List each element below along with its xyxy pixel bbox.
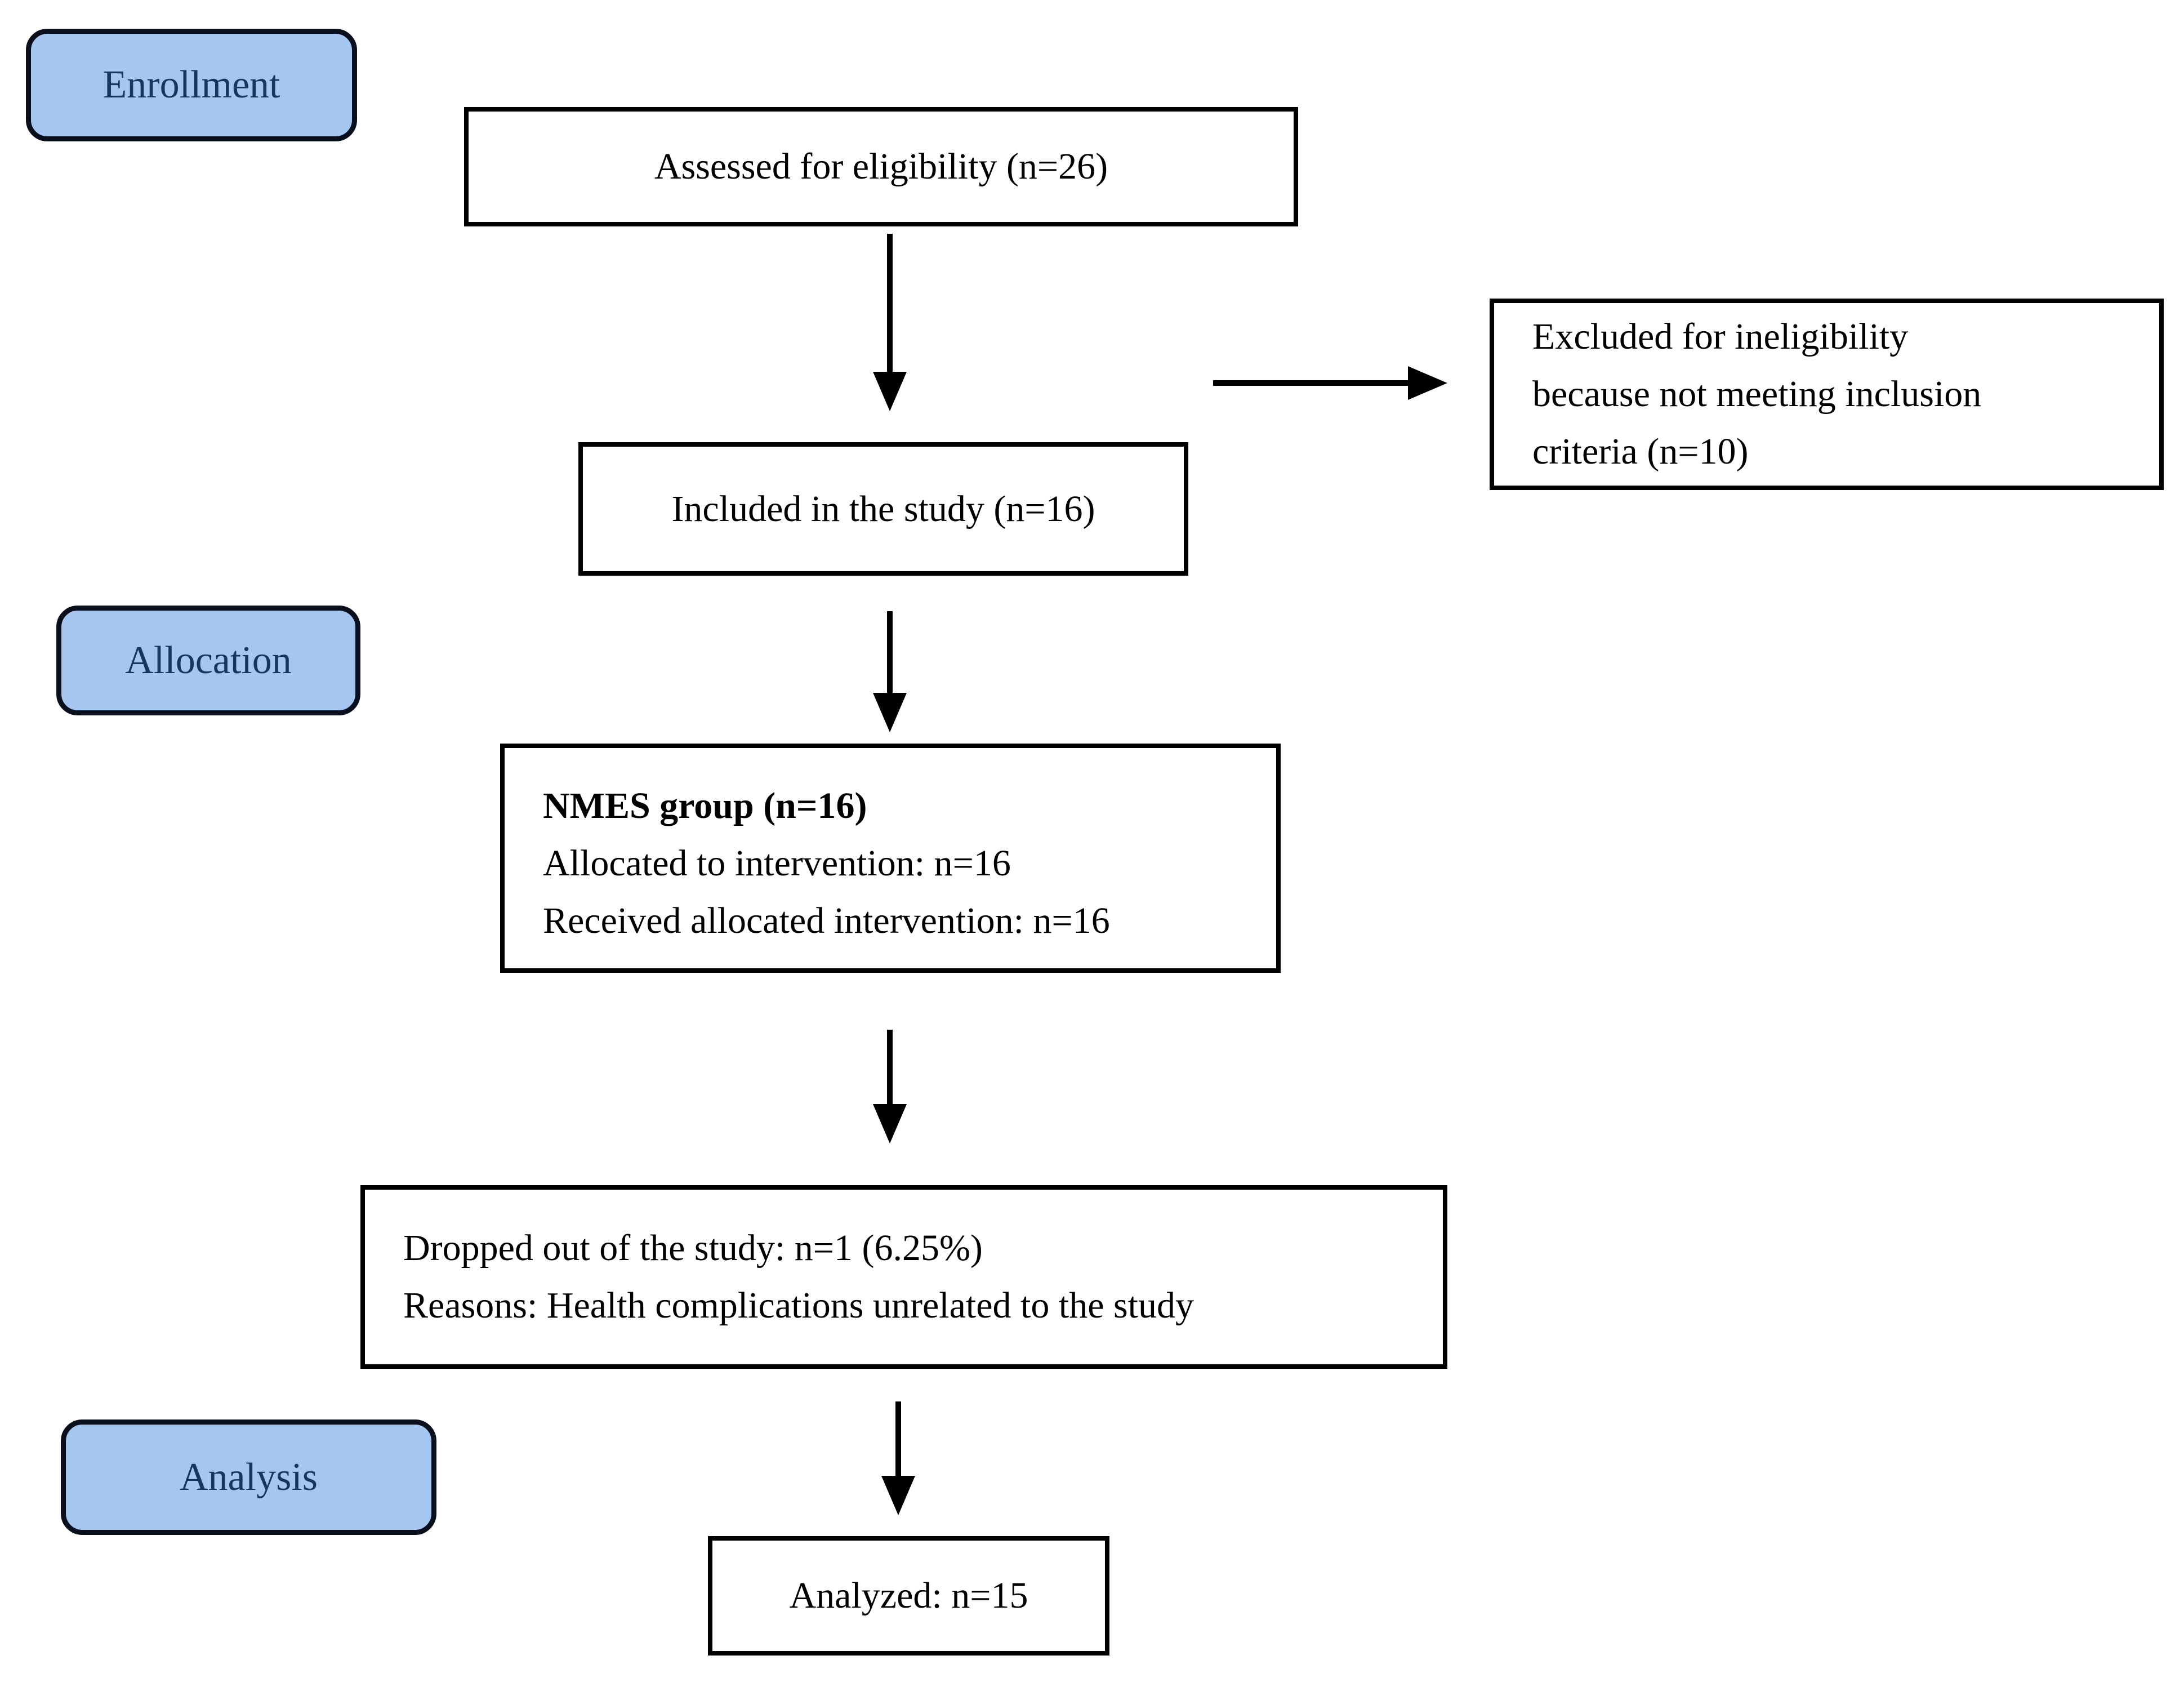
excluded-line-3: criteria (n=10)	[1532, 431, 1749, 472]
arrow-included-to-nmes-icon	[873, 611, 907, 732]
nmes-received-line: Received allocated intervention: n=16	[543, 900, 1110, 941]
arrow-assessed-to-included-icon	[873, 234, 907, 411]
arrow-shaft	[887, 1030, 893, 1111]
arrow-head-down-icon	[873, 1104, 907, 1143]
assessed-text: Assessed for eligibility (n=26)	[654, 146, 1108, 187]
dropped-line-1: Dropped out of the study: n=1 (6.25%)	[403, 1227, 983, 1269]
box-excluded-for-ineligibility: Excluded for ineligibility because not m…	[1490, 299, 2164, 490]
stage-label-enrollment-text: Enrollment	[102, 63, 280, 106]
arrow-to-excluded-icon	[1213, 366, 1447, 400]
stage-label-analysis: Analysis	[61, 1419, 436, 1535]
nmes-group-title: NMES group (n=16)	[543, 785, 867, 826]
nmes-allocated-line: Allocated to intervention: n=16	[543, 843, 1011, 884]
box-dropped-out: Dropped out of the study: n=1 (6.25%) Re…	[360, 1185, 1447, 1369]
box-assessed-for-eligibility: Assessed for eligibility (n=26)	[464, 107, 1298, 226]
excluded-line-1: Excluded for ineligibility	[1532, 316, 1909, 357]
dropped-line-2: Reasons: Health complications unrelated …	[403, 1285, 1194, 1326]
arrow-head-down-icon	[881, 1476, 915, 1515]
arrow-head-right-icon	[1408, 366, 1447, 400]
box-included-in-study: Included in the study (n=16)	[578, 442, 1188, 576]
analyzed-text: Analyzed: n=15	[789, 1575, 1028, 1616]
box-nmes-group-allocation: NMES group (n=16) Allocated to intervent…	[500, 744, 1281, 973]
box-analyzed: Analyzed: n=15	[708, 1536, 1109, 1656]
arrow-shaft	[887, 611, 893, 700]
stage-label-enrollment: Enrollment	[26, 29, 357, 141]
arrow-shaft	[1213, 380, 1415, 386]
arrow-nmes-to-dropped-icon	[873, 1030, 907, 1143]
stage-label-allocation-text: Allocation	[125, 638, 292, 682]
arrow-dropped-to-analyzed-icon	[881, 1401, 915, 1515]
arrow-head-down-icon	[873, 693, 907, 732]
excluded-line-2: because not meeting inclusion	[1532, 373, 1982, 415]
stage-label-allocation: Allocation	[56, 606, 360, 715]
included-text: Included in the study (n=16)	[671, 488, 1095, 529]
arrow-shaft	[895, 1401, 901, 1483]
stage-label-analysis-text: Analysis	[180, 1455, 318, 1499]
arrow-shaft	[887, 234, 893, 379]
arrow-head-down-icon	[873, 372, 907, 411]
